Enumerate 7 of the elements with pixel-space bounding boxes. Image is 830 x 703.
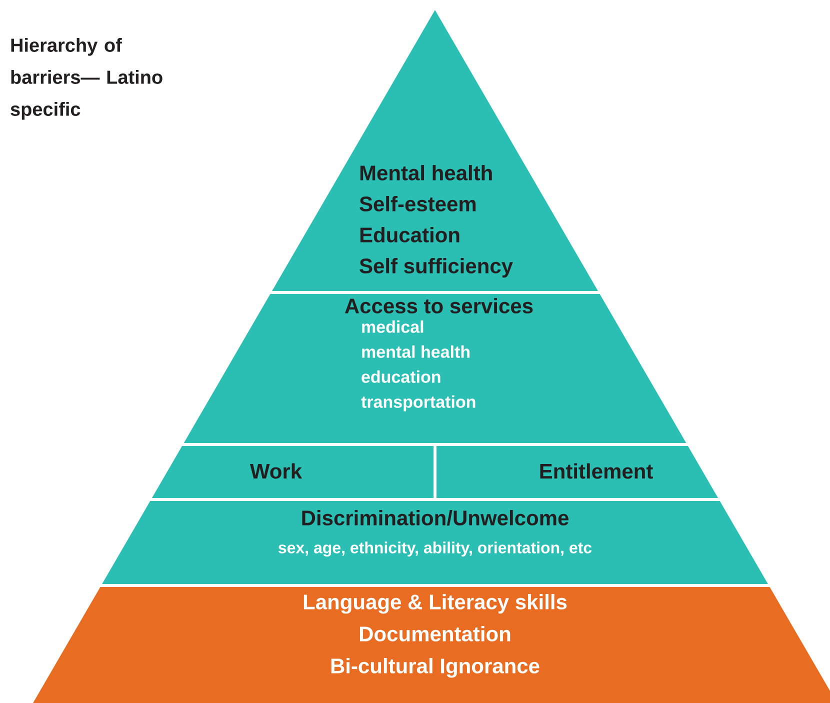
pyramid-band: Discrimination/Unwelcome sex, age, ethnicity, ability, orientation, etc [102,501,768,584]
pyramid-band: Entitlement [436,446,718,498]
pyramid-band: Mental health Self-esteem Education Self sufficiency [272,10,598,291]
pyramid-band: Language & Literacy skills Documentation Bi-cultural Ignorance [33,587,830,703]
pyramid-band: Access to services medical mental health education transportation [184,294,686,443]
pyramid-band: Work [152,446,434,498]
title: Hierarchy of barriers— Latino specific [10,38,162,120]
